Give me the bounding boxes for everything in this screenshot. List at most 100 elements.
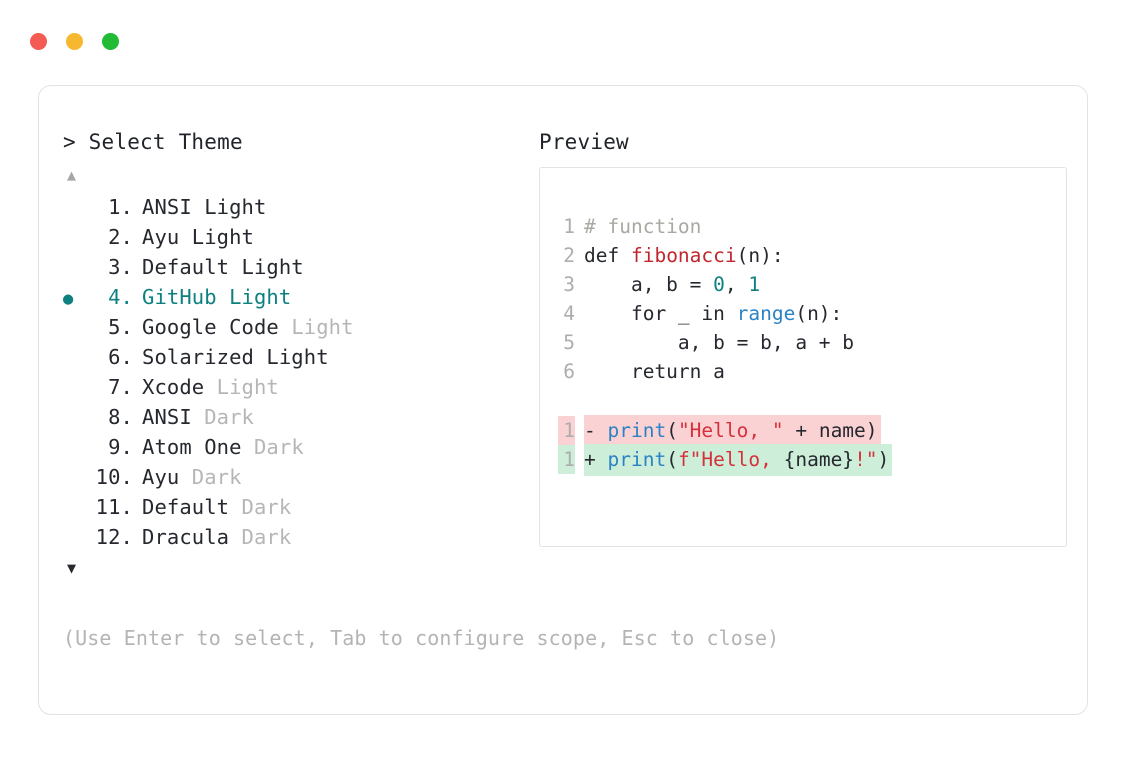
code-spacer — [558, 386, 1066, 415]
code-line-text: for _ in range(n): — [584, 299, 842, 328]
theme-item-index: 11. — [95, 495, 133, 519]
code-token: a, b = — [584, 273, 714, 296]
theme-item-name: Default Light — [142, 255, 304, 279]
theme-item-variant: Dark — [191, 405, 254, 429]
code-token: print — [607, 448, 667, 471]
code-token: range — [736, 302, 796, 325]
theme-item-name: Atom One — [142, 435, 242, 459]
code-line-text: a, b = 0, 1 — [584, 270, 760, 299]
code-token: + name) — [783, 419, 878, 442]
code-line: 2 def fibonacci(n): — [558, 241, 1066, 270]
theme-item-index: 9. — [108, 435, 133, 459]
theme-item-index: 5. — [108, 315, 133, 339]
code-token: 0 — [713, 273, 725, 296]
select-theme-prompt: > Select Theme — [63, 130, 243, 154]
close-dot[interactable] — [30, 33, 47, 50]
line-number: 6 — [563, 360, 575, 383]
diff-line-text: - print("Hello, " + name) — [584, 415, 881, 447]
code-token: for _ in — [584, 302, 737, 325]
maximize-dot[interactable] — [102, 33, 119, 50]
theme-list-item[interactable]: 10.Ayu Dark — [63, 462, 533, 492]
code-token: a, b = b, a + b — [584, 331, 855, 354]
theme-item-name: Default — [142, 495, 230, 519]
theme-list: 1. ANSI Light 2. Ayu Light 3.Default Light ● 4… — [63, 192, 533, 552]
minimize-dot[interactable] — [66, 33, 83, 50]
theme-list-item[interactable]: 3.Default Light — [63, 252, 533, 282]
theme-selector-card: > Select Theme ▲ 1. ANSI Light 2. Ayu Light… — [38, 85, 1088, 715]
theme-list-item[interactable]: 2. Ayu Light — [63, 222, 533, 252]
selected-bullet-icon: ● — [63, 289, 74, 309]
code-line-text: def fibonacci(n): — [584, 241, 784, 270]
line-number: 5 — [563, 331, 575, 354]
theme-list-item[interactable]: 6.Solarized Light — [63, 342, 533, 372]
theme-item-name: ANSI Light — [142, 195, 267, 219]
theme-item-variant: Light — [204, 375, 279, 399]
code-token: # function — [584, 215, 702, 238]
diff-block: 1- print("Hello, " + name)1+ print(f"Hel… — [558, 415, 1066, 476]
code-token: , — [724, 273, 749, 296]
line-number: 1 — [563, 215, 575, 238]
theme-item-variant: Dark — [229, 495, 292, 519]
theme-item-name: ANSI — [142, 405, 192, 429]
theme-list-item[interactable]: 8.ANSI Dark — [63, 402, 533, 432]
theme-list-item[interactable]: 12. Dracula Dark — [63, 522, 533, 552]
diff-line-number: 1 — [558, 416, 575, 445]
code-line: 3 a, b = 0, 1 — [558, 270, 1066, 299]
preview-title: Preview — [539, 130, 629, 154]
code-token: !" — [854, 448, 878, 471]
code-token: "Hello, " — [677, 419, 784, 442]
diff-line-removed: 1- print("Hello, " + name) — [558, 415, 1066, 447]
theme-item-variant: Dark — [179, 465, 242, 489]
theme-list-item[interactable]: 7. Xcode Light — [63, 372, 533, 402]
diff-line-added: 1 + print(f"Hello, {name}!") — [558, 444, 1066, 476]
selector-columns: > Select Theme ▲ 1. ANSI Light 2. Ayu Light… — [39, 86, 1087, 596]
code-token: print — [607, 419, 667, 442]
diff-marker: + — [584, 448, 608, 471]
code-token: ( — [666, 419, 678, 442]
code-token: (n): — [736, 244, 784, 267]
theme-item-name: Ayu Light — [142, 225, 254, 249]
code-token: f"Hello, — [677, 448, 784, 471]
keyboard-hint: (Use Enter to select, Tab to configure s… — [63, 626, 780, 650]
code-line: 1 # function — [558, 212, 1066, 241]
diff-line-text: + print(f"Hello, {name}!") — [584, 444, 893, 476]
theme-item-variant: Light — [278, 315, 354, 339]
theme-item-index: 6. — [108, 345, 133, 369]
code-line: 5 a, b = b, a + b — [558, 328, 1066, 357]
line-number: 3 — [563, 273, 575, 296]
theme-item-index: 7. — [108, 375, 133, 399]
theme-item-name: Google Code — [142, 315, 279, 339]
scroll-down-arrow-icon[interactable]: ▼ — [67, 559, 77, 577]
theme-list-item[interactable]: 11. Default Dark — [63, 492, 533, 522]
theme-item-index: 1. — [108, 195, 133, 219]
theme-list-item[interactable]: 1. ANSI Light — [63, 192, 533, 222]
theme-list-item[interactable]: 5. Google Code Light — [63, 312, 533, 342]
code-line-text: # function — [584, 212, 701, 241]
code-line-text: a, b = b, a + b — [584, 328, 854, 357]
theme-list-item[interactable]: 9. Atom One Dark — [63, 432, 533, 462]
line-number: 4 — [563, 302, 575, 325]
theme-item-variant: Dark — [229, 525, 292, 549]
scroll-up-arrow-icon[interactable]: ▲ — [67, 166, 77, 184]
theme-item-index: 10. — [95, 465, 133, 489]
theme-item-name: Dracula — [142, 525, 230, 549]
code-token: {name} — [783, 448, 855, 471]
theme-list-column: > Select Theme ▲ 1. ANSI Light 2. Ayu Light… — [63, 130, 533, 577]
diff-marker: - — [584, 419, 608, 442]
diff-line-number: 1 — [558, 445, 575, 474]
code-token: return a — [584, 360, 725, 383]
code-line-text: return a — [584, 357, 725, 386]
theme-item-index: 4. — [108, 285, 133, 309]
code-line: 6 return a — [558, 357, 1066, 386]
theme-item-index: 12. — [95, 525, 133, 549]
theme-item-index: 2. — [108, 225, 133, 249]
theme-item-name: Xcode — [142, 375, 205, 399]
code-token: fibonacci — [630, 244, 737, 267]
theme-list-item[interactable]: ●4.GitHub Light — [63, 282, 533, 312]
code-token: (n): — [795, 302, 843, 325]
theme-item-variant: Dark — [241, 435, 304, 459]
line-number: 2 — [563, 244, 575, 267]
